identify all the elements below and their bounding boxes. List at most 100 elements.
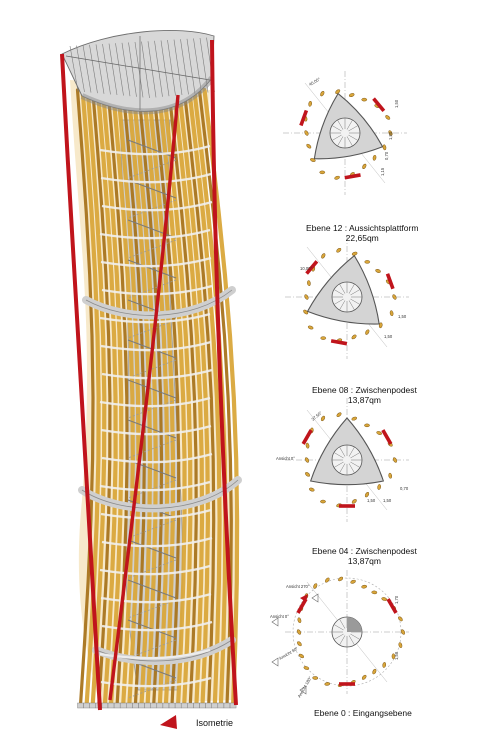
isometric-label: Isometrie	[196, 718, 234, 728]
timber-post	[361, 97, 368, 102]
timber-post	[325, 577, 330, 583]
stair-tread	[333, 289, 344, 296]
tie-band	[100, 508, 212, 520]
deck-slat	[141, 41, 150, 99]
stair-tread	[348, 463, 355, 474]
tie-band	[100, 172, 212, 184]
plan-view-level-00: Ansicht 0°Ansicht 90°Ansicht 180°Ansicht…	[270, 570, 409, 699]
tie-band	[99, 228, 211, 240]
stick-foot	[223, 702, 231, 709]
timber-post	[305, 442, 310, 449]
plan-title: Ebene 12 : Aussichtsplattform	[306, 223, 419, 233]
stair-tread	[348, 134, 359, 141]
timber-post	[304, 294, 309, 300]
deck-slat	[115, 43, 124, 96]
tie-band	[99, 648, 211, 660]
stair-tread	[339, 446, 346, 457]
timber-post	[351, 416, 358, 421]
stair-tread	[346, 136, 353, 147]
timber-post	[351, 499, 357, 504]
deck-slat	[134, 41, 144, 98]
stair-tread	[350, 461, 361, 468]
timber-post	[313, 583, 318, 589]
stair-tread	[350, 298, 361, 305]
timber-post	[297, 641, 302, 647]
stair-flight	[127, 679, 177, 699]
stick-foot	[211, 702, 218, 709]
timber-post	[336, 247, 342, 253]
stair-tread	[331, 125, 342, 132]
timber-post	[378, 322, 383, 329]
stair-tread	[333, 298, 344, 305]
stair-flight	[127, 399, 177, 419]
timber-post	[375, 269, 381, 273]
timber-post	[320, 336, 327, 340]
stair-tread	[350, 452, 361, 459]
timber-stick	[161, 87, 193, 708]
timber-post	[303, 309, 309, 315]
tie-band	[101, 620, 213, 632]
dimension-label: Ansicht 90°	[278, 646, 299, 661]
timber-post	[388, 472, 393, 479]
stair-flight	[127, 259, 177, 279]
timber-post	[348, 93, 355, 97]
deck-slat	[186, 38, 196, 94]
stick-foot	[83, 702, 90, 709]
stair-tread	[339, 300, 346, 311]
stick-foot	[77, 702, 84, 709]
deck-slat	[167, 39, 176, 96]
dimension-label: Ansicht 0°	[270, 614, 289, 619]
stair-tread	[333, 624, 344, 631]
plan-area: 13,87qm	[347, 556, 381, 566]
stair-tread	[348, 125, 359, 132]
steel-mast-section	[305, 260, 319, 275]
steel-mast-section	[301, 429, 313, 445]
stair-flight	[127, 439, 177, 459]
timber-post	[398, 642, 403, 648]
stair-tread	[346, 119, 353, 130]
deck-slat	[154, 40, 163, 97]
stick-foot	[101, 702, 109, 709]
tie-band	[99, 480, 211, 492]
timber-stick	[177, 87, 211, 708]
plan-caption-level-12: Ebene 12 : Aussichtsplattform 22,65qm	[306, 223, 418, 243]
timber-post	[392, 457, 398, 463]
steel-mast-section	[372, 97, 386, 113]
dimension-label: 1,50	[383, 498, 392, 503]
stick-foot	[168, 702, 176, 709]
timber-post	[365, 329, 370, 335]
plan-title: Ebene 08 : Zwischenpodest	[312, 385, 417, 395]
timber-post	[303, 666, 310, 670]
stair-flight	[127, 459, 177, 479]
view-marker-icon	[271, 657, 279, 667]
stair-tread	[348, 446, 355, 457]
plan-title: Ebene 0 : Eingangsebene	[314, 708, 412, 718]
outer-circle	[292, 577, 402, 687]
deck-slat	[108, 43, 118, 96]
stick-foot	[174, 702, 182, 709]
dimension-label: 40,00°	[308, 76, 321, 87]
stair-tread	[348, 635, 355, 646]
steel-mast-section	[339, 682, 355, 686]
stair-tread	[339, 635, 346, 646]
stick-foot	[199, 702, 206, 709]
timber-post	[335, 89, 341, 94]
dimension-label: 1,50	[388, 131, 393, 140]
timber-post	[398, 616, 403, 622]
dimension-label: 1,50	[394, 99, 399, 108]
stick-foot	[120, 702, 127, 709]
stick-foot	[187, 702, 194, 709]
stick-foot	[193, 702, 200, 709]
stair-flight	[127, 279, 177, 299]
steel-mast-diagonal	[108, 94, 180, 701]
timber-post	[364, 423, 370, 428]
tie-band	[100, 340, 212, 352]
timber-post	[361, 584, 368, 589]
stair-tread	[339, 618, 346, 629]
timber-post	[334, 175, 340, 180]
stair-flight	[127, 379, 177, 399]
tie-band	[100, 256, 212, 268]
timber-post	[389, 310, 394, 317]
stick-foot	[138, 702, 145, 709]
